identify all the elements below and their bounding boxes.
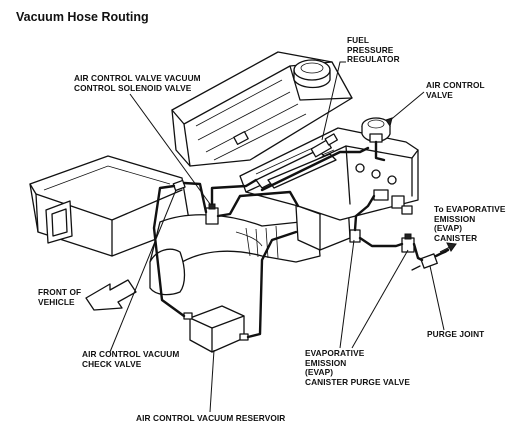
label-evap-purge-valve: EVAPORATIVE EMISSION (EVAP) CANISTER PUR…: [305, 348, 410, 387]
valve-cover: [171, 51, 353, 167]
evap-canister-purge-valve: [349, 229, 415, 253]
label-air-control-vacuum-reservoir: AIR CONTROL VACUUM RESERVOIR: [136, 413, 286, 423]
label-purge-joint: PURGE JOINT: [427, 329, 485, 339]
fuel-pressure-regulator: [310, 133, 338, 158]
label-evap-canister: To EVAPORATIVE EMISSION (EVAP) CANISTER: [434, 204, 506, 243]
vacuum-hoses: [152, 140, 450, 339]
label-air-control-valve-solenoid: AIR CONTROL VALVE VACUUM CONTROL SOLENOI…: [74, 73, 201, 93]
leader-lines: [109, 61, 445, 413]
evap-canister-arrow: [439, 242, 457, 253]
intake-duct: [149, 214, 321, 296]
air-control-vacuum-reservoir: [183, 305, 249, 353]
front-of-vehicle-arrow: [85, 279, 137, 311]
diagram-title: Vacuum Hose Routing: [16, 10, 149, 24]
label-air-control-vacuum-check-valve: AIR CONTROL VACUUM CHECK VALVE: [82, 349, 180, 369]
air-control-valve: [361, 117, 391, 143]
air-control-solenoid-valve: [205, 203, 219, 225]
label-fuel-pressure-regulator: FUEL PRESSURE REGULATOR: [347, 35, 400, 64]
label-front-of-vehicle: FRONT OF VEHICLE: [38, 287, 82, 307]
label-air-control-valve: AIR CONTROL VALVE: [426, 80, 485, 100]
